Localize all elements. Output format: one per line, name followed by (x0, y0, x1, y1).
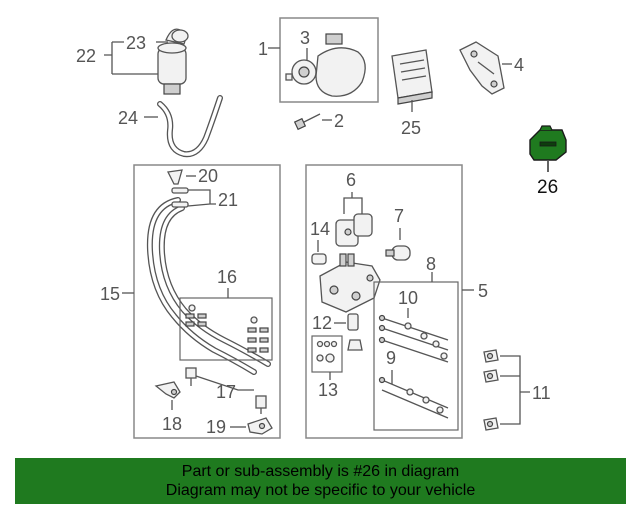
valve-body[interactable] (319, 253, 381, 313)
leader-11 (500, 355, 530, 425)
callout-3: 3 (300, 28, 310, 48)
callout-19: 19 (206, 417, 226, 437)
leader-6 (343, 192, 363, 214)
leader-22 (104, 41, 158, 75)
sensor-7[interactable] (385, 245, 411, 261)
fitting-14[interactable] (311, 253, 327, 265)
leader-17 (195, 375, 254, 391)
pump-bolt[interactable] (293, 113, 321, 131)
line-kit-box-8 (373, 281, 459, 431)
callout-9: 9 (386, 348, 396, 368)
callout-26: 26 (537, 177, 558, 198)
valve-assembly-box (305, 164, 463, 439)
plug-12[interactable] (347, 313, 359, 331)
callout-24: 24 (118, 108, 138, 128)
solenoid-6[interactable] (335, 213, 373, 247)
callout-23: 23 (126, 33, 146, 53)
info-banner: Part or sub-assembly is #26 in diagram D… (15, 458, 626, 504)
callout-18: 18 (162, 414, 182, 434)
pump-assembly-box (279, 17, 379, 103)
callout-10: 10 (398, 288, 418, 308)
callout-8: 8 (426, 254, 436, 274)
callout-5: 5 (478, 281, 488, 301)
grommets-11[interactable] (483, 349, 499, 431)
return-hose[interactable] (157, 95, 223, 158)
pressure-line-box (133, 164, 281, 439)
callout-15: 15 (100, 284, 120, 304)
callout-12: 12 (312, 313, 332, 333)
callout-16: 16 (217, 267, 237, 287)
callout-20: 20 (198, 166, 218, 186)
callout-21: 21 (218, 190, 238, 210)
line-kit-8[interactable] (378, 314, 449, 419)
callout-25: 25 (401, 118, 421, 138)
pump-bracket[interactable] (459, 41, 505, 95)
callout-6: 6 (346, 170, 356, 190)
bracket-18[interactable] (154, 381, 181, 399)
callout-13: 13 (318, 380, 338, 400)
seal-kit-box-16 (179, 297, 273, 361)
seal-kit-13[interactable] (316, 340, 338, 363)
reservoir-assembly[interactable] (157, 28, 189, 95)
fitting-17[interactable] (185, 367, 197, 386)
banner-line-1: Part or sub-assembly is #26 in diagram (181, 463, 460, 480)
bracket-19[interactable] (247, 417, 273, 435)
callout-22: 22 (76, 46, 96, 66)
leader-21 (187, 189, 216, 207)
pressure-hose[interactable] (146, 197, 271, 375)
callout-4: 4 (514, 55, 524, 75)
cap-13[interactable] (347, 339, 363, 351)
highlighted-part-26[interactable] (529, 125, 567, 161)
seal-kit-16[interactable] (185, 304, 269, 353)
seal-kit-box-13 (311, 335, 343, 373)
callout-1: 1 (258, 39, 268, 59)
callout-11: 11 (532, 383, 551, 403)
callout-2: 2 (334, 111, 344, 131)
clip-20[interactable] (167, 169, 183, 185)
banner-line-2: Diagram may not be specific to your vehi… (165, 482, 476, 499)
callout-17: 17 (216, 382, 236, 402)
control-module[interactable] (391, 49, 433, 105)
clamp-21[interactable] (171, 187, 189, 208)
callout-14: 14 (310, 219, 330, 239)
fitting-17b[interactable] (255, 395, 267, 414)
callout-7: 7 (394, 206, 404, 226)
power-steering-pump[interactable] (285, 33, 366, 97)
